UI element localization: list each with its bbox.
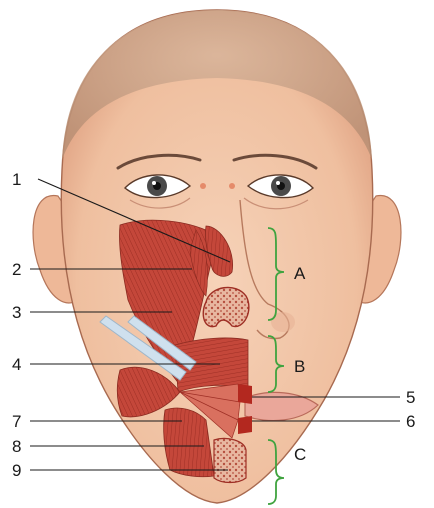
- label-1: 1: [12, 170, 21, 189]
- mentalis-muscle: [214, 438, 246, 482]
- label-8: 8: [12, 437, 21, 456]
- label-6: 6: [406, 412, 415, 431]
- label-2: 2: [12, 260, 21, 279]
- label-4: 4: [12, 355, 21, 374]
- lower-lip-section: [238, 416, 252, 434]
- zone-label-c: C: [294, 445, 306, 464]
- zone-label-a: A: [294, 264, 306, 283]
- label-9: 9: [12, 461, 21, 480]
- zone-label-b: B: [294, 357, 305, 376]
- upper-lip-section: [238, 384, 252, 404]
- label-5: 5: [406, 388, 415, 407]
- label-7: 7: [12, 412, 21, 431]
- label-3: 3: [12, 303, 21, 322]
